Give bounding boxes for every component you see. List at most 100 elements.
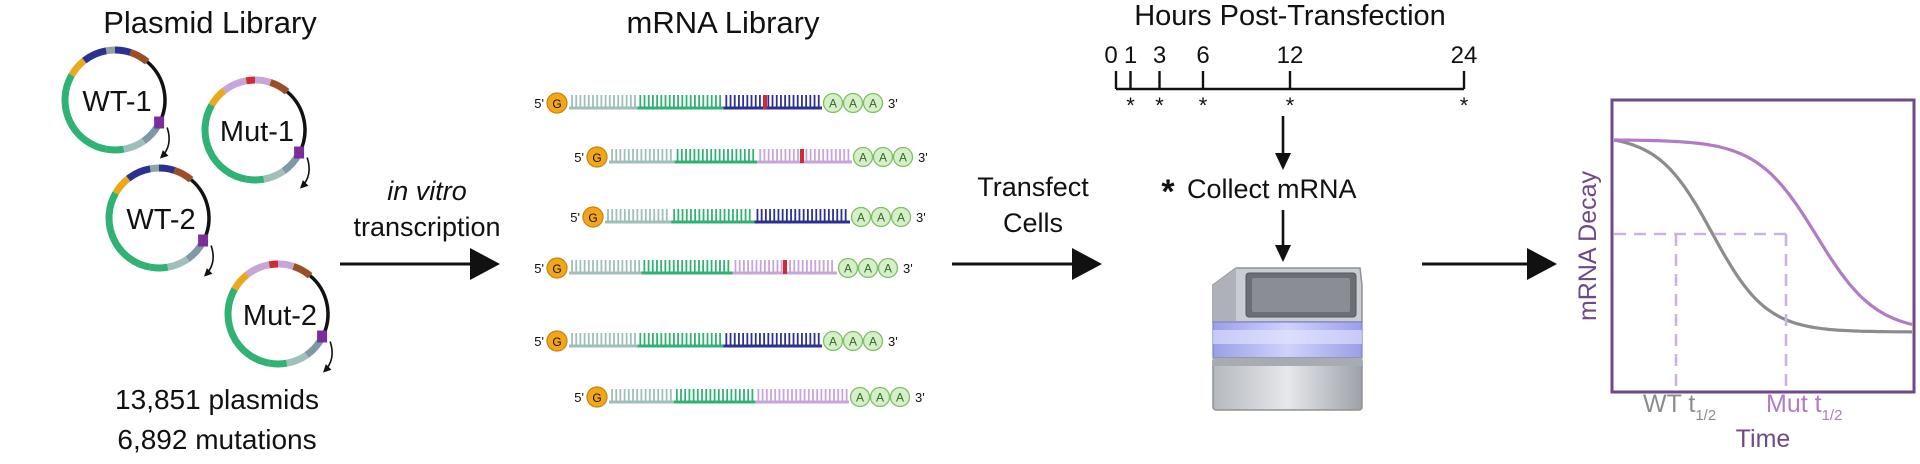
transfect-label: Transfect: [977, 172, 1089, 202]
cap-label: G: [552, 262, 561, 276]
mutation-mark: [783, 260, 787, 274]
poly-a-label: A: [849, 97, 857, 111]
plasmid-label: WT-2: [126, 204, 195, 236]
wt-halflife-text: WT t: [1643, 390, 1695, 418]
plasmid-direction-arrow: [204, 245, 214, 277]
plasmid-segment: [105, 191, 152, 271]
poly-a-label: A: [884, 262, 892, 276]
plasmid-segment: [245, 261, 271, 278]
transcription-step: in vitro transcription: [340, 176, 501, 280]
timepoint-asterisk: *: [1199, 93, 1208, 118]
transcription-arrowhead: [470, 248, 500, 280]
cap-label: G: [592, 151, 601, 165]
collect-down-arrowhead: [1275, 153, 1291, 170]
decay-curves: [1613, 138, 1913, 392]
timeline-tick-label: 1: [1124, 42, 1137, 69]
wt-halflife-subscript: 1/2: [1695, 407, 1716, 424]
five-prime-label: 5': [534, 334, 544, 349]
plasmid-segment: [114, 46, 132, 56]
plasmid-segment: [82, 47, 108, 64]
plasmid-segment: [149, 263, 169, 272]
five-prime-label: 5': [570, 210, 580, 225]
plasmid-segment: [61, 73, 108, 153]
wt-halflife-label: WT t1/2: [1643, 390, 1716, 424]
plasmid-segment: [224, 287, 271, 367]
plasmid-segment: [166, 256, 190, 271]
transfection-step: Transfect Cells: [952, 172, 1102, 280]
plasmid-direction-arrow: [160, 127, 170, 159]
poly-a-bead: [850, 206, 872, 228]
transcription-label: transcription: [353, 212, 500, 242]
cap-icon: [586, 386, 608, 408]
plasmid-segment: [208, 87, 227, 107]
poly-a-bead: [837, 257, 859, 279]
collect-asterisk: *: [1161, 173, 1175, 211]
poly-a-bead: [857, 257, 879, 279]
in-vitro-label: in vitro: [387, 176, 467, 206]
three-prime-label: 3': [888, 334, 898, 349]
sequencer-down-arrowhead: [1275, 245, 1291, 262]
plasmid-label: Mut-1: [220, 116, 294, 148]
cells-label: Cells: [1003, 208, 1063, 238]
poly-a-label: A: [877, 211, 885, 225]
poly-a-label: A: [899, 151, 907, 165]
plasmid-label: Mut-2: [243, 300, 317, 332]
poly-a-bead: [889, 386, 911, 408]
plasmid-segment: [129, 49, 150, 65]
decay-plot-frame: [1610, 98, 1916, 394]
plasmid-segment: [268, 260, 279, 269]
mut-halflife-subscript: 1/2: [1822, 407, 1843, 424]
cap-label: G: [552, 97, 561, 111]
poly-a-label: A: [869, 335, 877, 349]
plasmid-marker: [317, 330, 328, 343]
timeline-tick-label: 6: [1196, 42, 1209, 69]
cap-icon: [586, 146, 608, 168]
poly-a-label: A: [879, 151, 887, 165]
cap-label: G: [552, 335, 561, 349]
timeline-tick-label: 24: [1451, 42, 1478, 69]
five-prime-label: 5': [534, 261, 544, 276]
plasmid-segment: [245, 175, 265, 184]
cap-label: G: [588, 211, 597, 225]
plasmid-segment: [231, 271, 250, 291]
plasmid-label: WT-1: [82, 86, 151, 118]
collect-mrna-label: Collect mRNA: [1187, 174, 1357, 204]
plasmid-segment: [158, 164, 176, 174]
poly-a-label: A: [864, 262, 872, 276]
poly-a-label: A: [897, 211, 905, 225]
plasmid-segment: [285, 352, 309, 367]
plasmid-segment: [173, 167, 194, 183]
timeline-tick-label: 0: [1104, 42, 1117, 69]
poly-a-label: A: [856, 391, 864, 405]
mrna-library-title: mRNA Library: [627, 5, 820, 40]
poly-a-bead: [862, 92, 884, 114]
mutation-mark: [800, 149, 804, 163]
plasmid-segment: [122, 138, 146, 153]
decay-xlabel: Time: [1736, 425, 1791, 453]
plasmid-segment: [149, 164, 160, 173]
poly-a-label: A: [857, 211, 865, 225]
plasmid-segment: [105, 145, 125, 154]
poly-a-bead: [869, 386, 891, 408]
cap-icon: [546, 257, 568, 279]
plasmid-segment: [245, 76, 256, 85]
transfection-arrowhead: [1072, 248, 1102, 280]
plasmid-direction-arrow: [300, 157, 310, 189]
timepoint-asterisk: *: [1460, 93, 1469, 118]
poly-a-label: A: [896, 391, 904, 405]
poly-a-bead: [892, 146, 914, 168]
poly-a-bead: [842, 92, 864, 114]
plasmid-segment: [268, 359, 288, 368]
analysis-step: [1422, 248, 1557, 280]
poly-a-bead: [870, 206, 892, 228]
three-prime-label: 3': [915, 390, 925, 405]
timepoint-asterisk: *: [1126, 93, 1135, 118]
cap-label: G: [592, 391, 601, 405]
